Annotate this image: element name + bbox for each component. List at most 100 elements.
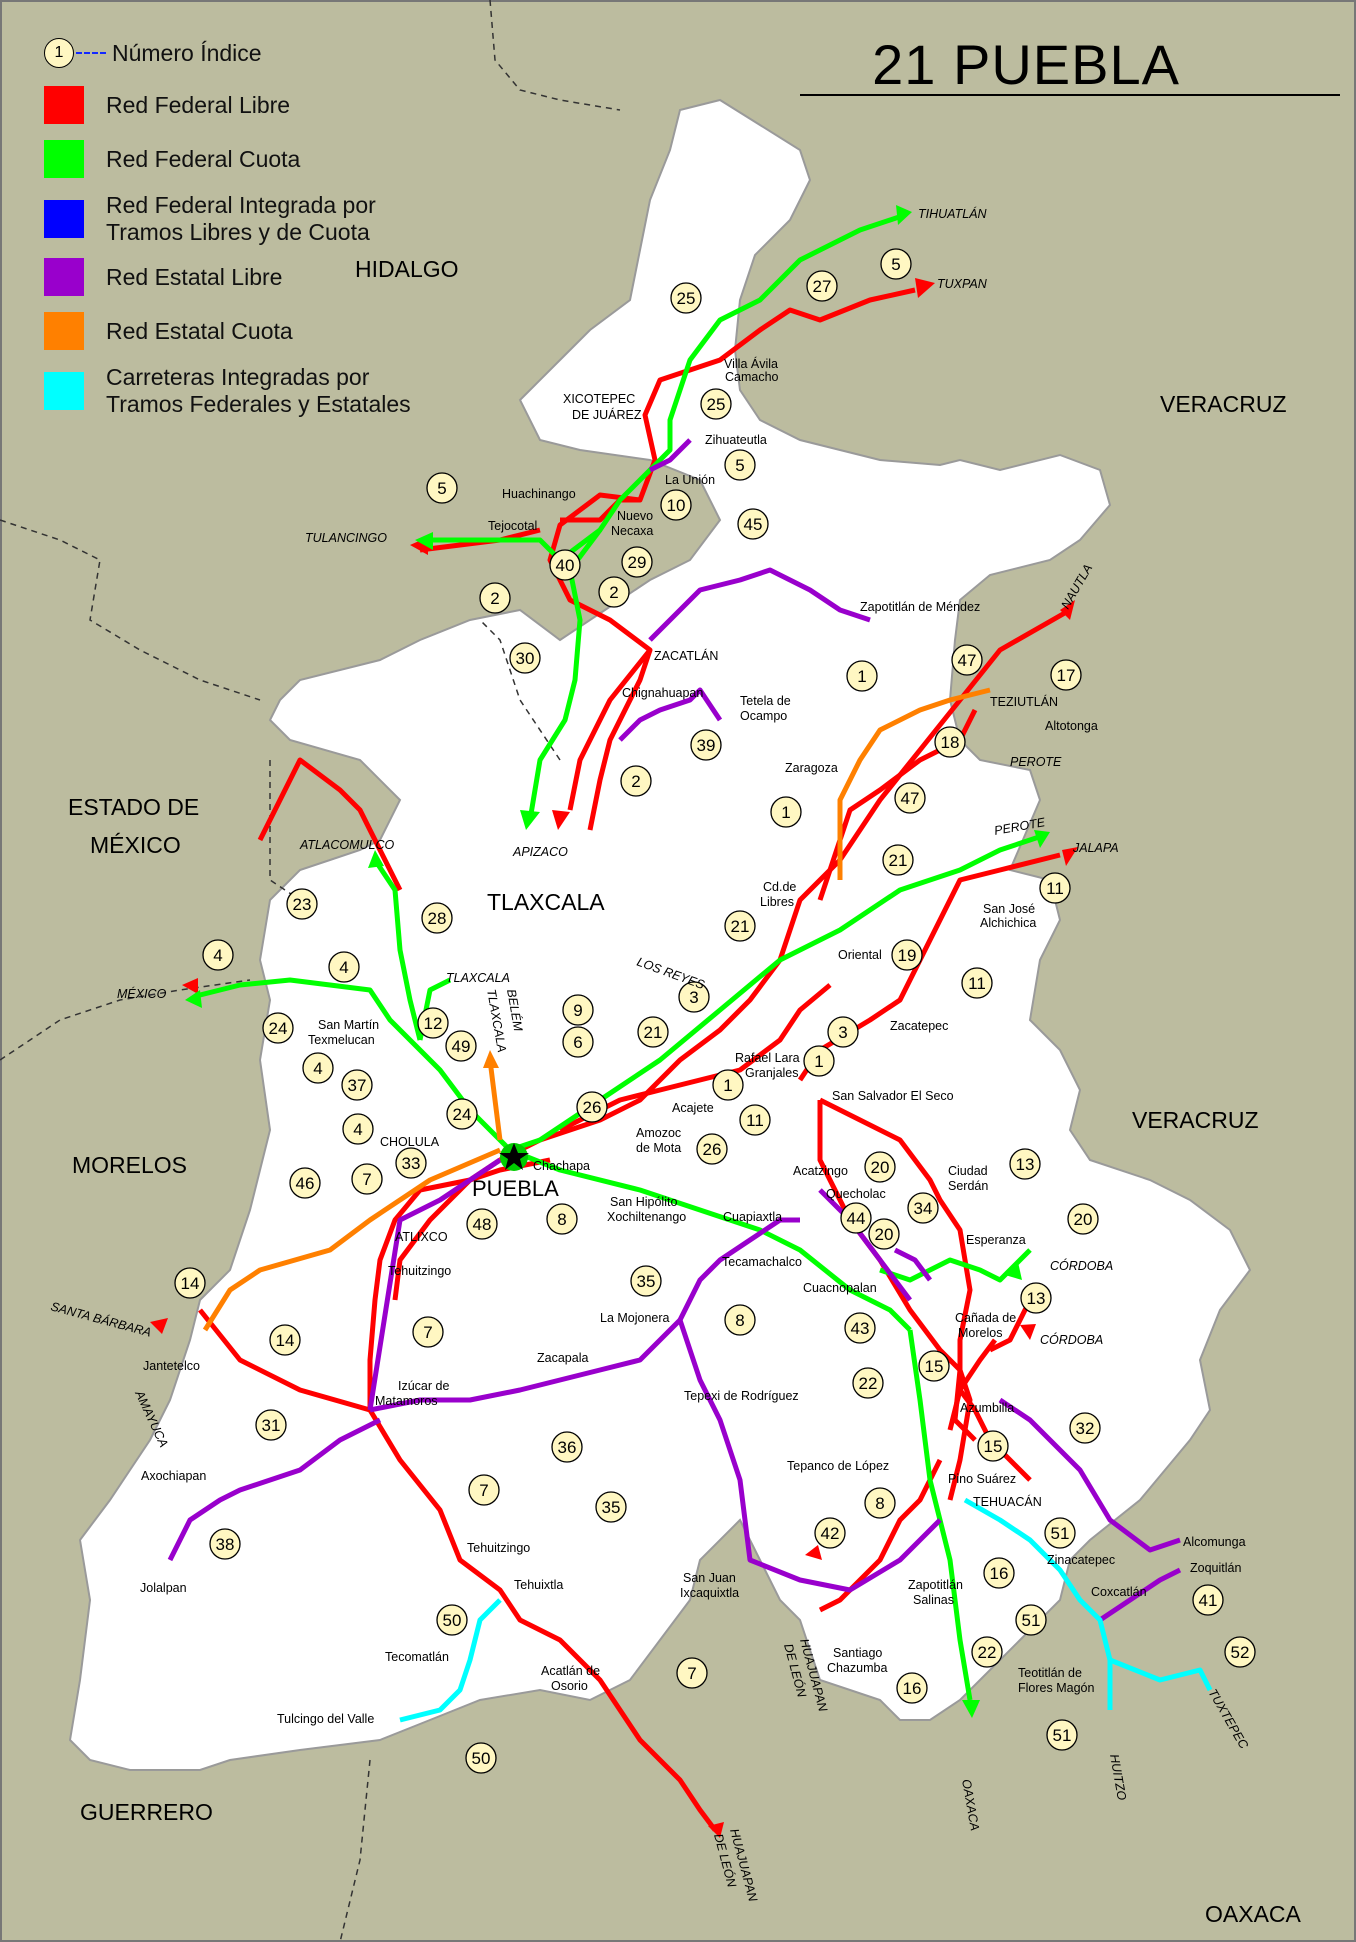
legend-swatch (44, 258, 84, 296)
index-number: 44 (847, 1209, 866, 1228)
index-marker: 22 (852, 1367, 884, 1399)
city-label: Acajete (672, 1101, 714, 1115)
index-number: 26 (703, 1140, 722, 1159)
index-number: 7 (687, 1664, 696, 1683)
neighbor-oaxaca: OAXACA (1205, 1901, 1302, 1927)
dest-label: TIHUATLÁN (918, 206, 987, 221)
legend-item: Red Estatal Libre (44, 258, 282, 296)
city-label: Texmelucan (308, 1033, 375, 1047)
dest-label: CÓRDOBA (1040, 1332, 1103, 1347)
city-label: Zacapala (537, 1351, 588, 1365)
city-label: de Mota (636, 1141, 681, 1155)
city-label: TEHUACÁN (973, 1494, 1042, 1509)
dest-label: JALAPA (1072, 841, 1119, 855)
neighbor-labels: HIDALGO VERACRUZ VERACRUZ ESTADO DE MÉXI… (68, 256, 1302, 1927)
city-label: Osorio (551, 1679, 588, 1693)
city-label: Cañada de (955, 1311, 1016, 1325)
map-title: 21 PUEBLA (872, 33, 1180, 96)
index-number: 25 (707, 395, 726, 414)
city-label: Necaxa (611, 524, 653, 538)
legend-item: Red Estatal Cuota (44, 312, 293, 350)
neighbor-estado-de-mexico: ESTADO DE (68, 794, 199, 820)
index-marker: 34 (907, 1192, 939, 1224)
city-label: Camacho (725, 370, 779, 384)
puebla-state-shape (68, 98, 1252, 1771)
capital-label: PUEBLA (472, 1176, 559, 1201)
index-marker: 31 (255, 1409, 287, 1441)
index-marker: 25 (700, 388, 732, 420)
index-number: 37 (348, 1076, 367, 1095)
index-marker: 40 (549, 549, 581, 581)
city-label: Tejocotal (488, 519, 537, 533)
city-label: Tecamachalco (722, 1255, 802, 1269)
legend-label: Red Estatal Libre (106, 263, 283, 290)
city-label: Tehuitzingo (467, 1541, 530, 1555)
index-number: 8 (735, 1311, 744, 1330)
index-number: 40 (556, 556, 575, 575)
city-label: Salinas (913, 1593, 954, 1607)
city-label: Pino Suárez (948, 1472, 1016, 1486)
index-number: 15 (984, 1437, 1003, 1456)
index-number: 1 (723, 1076, 732, 1095)
index-number: 28 (428, 909, 447, 928)
legend-item: Red Federal Libre (44, 86, 290, 124)
city-labels: XICOTEPEC DE JUÁREZ Villa Ávila Camacho … (140, 356, 1246, 1726)
index-marker: 35 (630, 1265, 662, 1297)
city-label: Tehuixtla (514, 1578, 563, 1592)
index-number: 14 (181, 1274, 200, 1293)
index-number: 35 (637, 1272, 656, 1291)
index-marker: 46 (289, 1167, 321, 1199)
index-number: 47 (958, 651, 977, 670)
index-number: 7 (479, 1481, 488, 1500)
index-number: 24 (269, 1019, 288, 1038)
city-label: ATLIXCO (395, 1230, 448, 1244)
index-number: 30 (516, 649, 535, 668)
legend-swatch (44, 140, 84, 178)
legend-swatch (44, 372, 84, 410)
city-label: Esperanza (966, 1233, 1026, 1247)
index-number: 21 (731, 917, 750, 936)
index-number: 24 (453, 1105, 472, 1124)
index-marker: 8 (546, 1203, 578, 1235)
city-label: Acatlán de (541, 1664, 600, 1678)
city-label: La Mojonera (600, 1311, 670, 1325)
integrated-roads (399, 1497, 1213, 1723)
city-label: Zapotitlán (908, 1578, 963, 1592)
index-number: 51 (1053, 1726, 1072, 1745)
city-label: XICOTEPEC (563, 392, 635, 406)
index-number: 23 (293, 895, 312, 914)
city-label: Alchichica (980, 916, 1036, 930)
dest-label: MÉXICO (117, 986, 167, 1001)
index-marker: 7 (468, 1474, 500, 1506)
index-marker: 5 (426, 472, 458, 504)
legend-index-row: 1 Número Índice (44, 38, 262, 68)
city-label: Granjales (745, 1066, 799, 1080)
index-marker: 1 (712, 1069, 744, 1101)
city-label: Ocampo (740, 709, 787, 723)
index-number: 48 (473, 1215, 492, 1234)
dest-label: APIZACO (512, 845, 568, 859)
index-number: 10 (667, 496, 686, 515)
index-marker: 52 (1224, 1636, 1256, 1668)
index-number: 20 (1074, 1210, 1093, 1229)
index-number: 52 (1231, 1643, 1250, 1662)
index-marker: 21 (637, 1016, 669, 1048)
index-number: 13 (1027, 1289, 1046, 1308)
index-marker: 11 (961, 967, 993, 999)
index-marker: 50 (465, 1742, 497, 1774)
index-marker: 16 (983, 1557, 1015, 1589)
neighbor-guerrero: GUERRERO (80, 1799, 213, 1825)
index-number: 3 (689, 988, 698, 1007)
index-number: 1 (781, 803, 790, 822)
index-marker: 24 (262, 1012, 294, 1044)
index-marker: 28 (421, 902, 453, 934)
index-number: 18 (941, 733, 960, 752)
index-number: 4 (353, 1120, 362, 1139)
city-label: Morelos (958, 1326, 1002, 1340)
index-number: 15 (925, 1357, 944, 1376)
index-number: 16 (990, 1564, 1009, 1583)
index-marker: 47 (951, 644, 983, 676)
city-label: Teotitlán de (1018, 1666, 1082, 1680)
index-marker: 13 (1020, 1282, 1052, 1314)
index-number: 8 (557, 1210, 566, 1229)
